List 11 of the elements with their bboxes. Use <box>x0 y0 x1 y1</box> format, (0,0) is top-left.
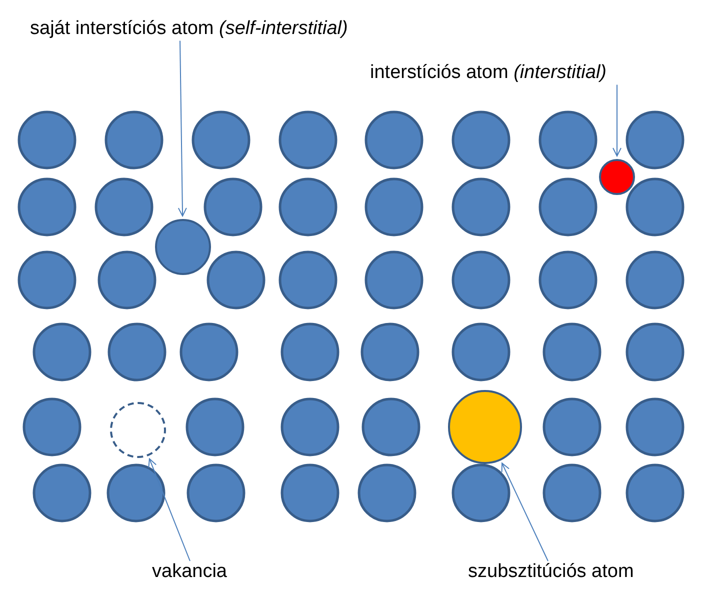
annotation-label: interstíciós atom (interstitial) <box>370 62 607 85</box>
annotation-label: szubsztitúciós atom <box>468 561 634 584</box>
vacancy-circle <box>110 402 166 458</box>
annotation-label: saját interstíciós atom (self-interstitial) <box>30 18 348 41</box>
leader-line <box>612 84 622 156</box>
annotation-label: vakancia <box>152 561 227 584</box>
leader-line <box>148 458 190 562</box>
leader-line <box>501 462 548 562</box>
self-interstitial-atom <box>155 219 211 275</box>
leader-line <box>178 40 187 216</box>
interstitial-atom <box>599 159 635 195</box>
